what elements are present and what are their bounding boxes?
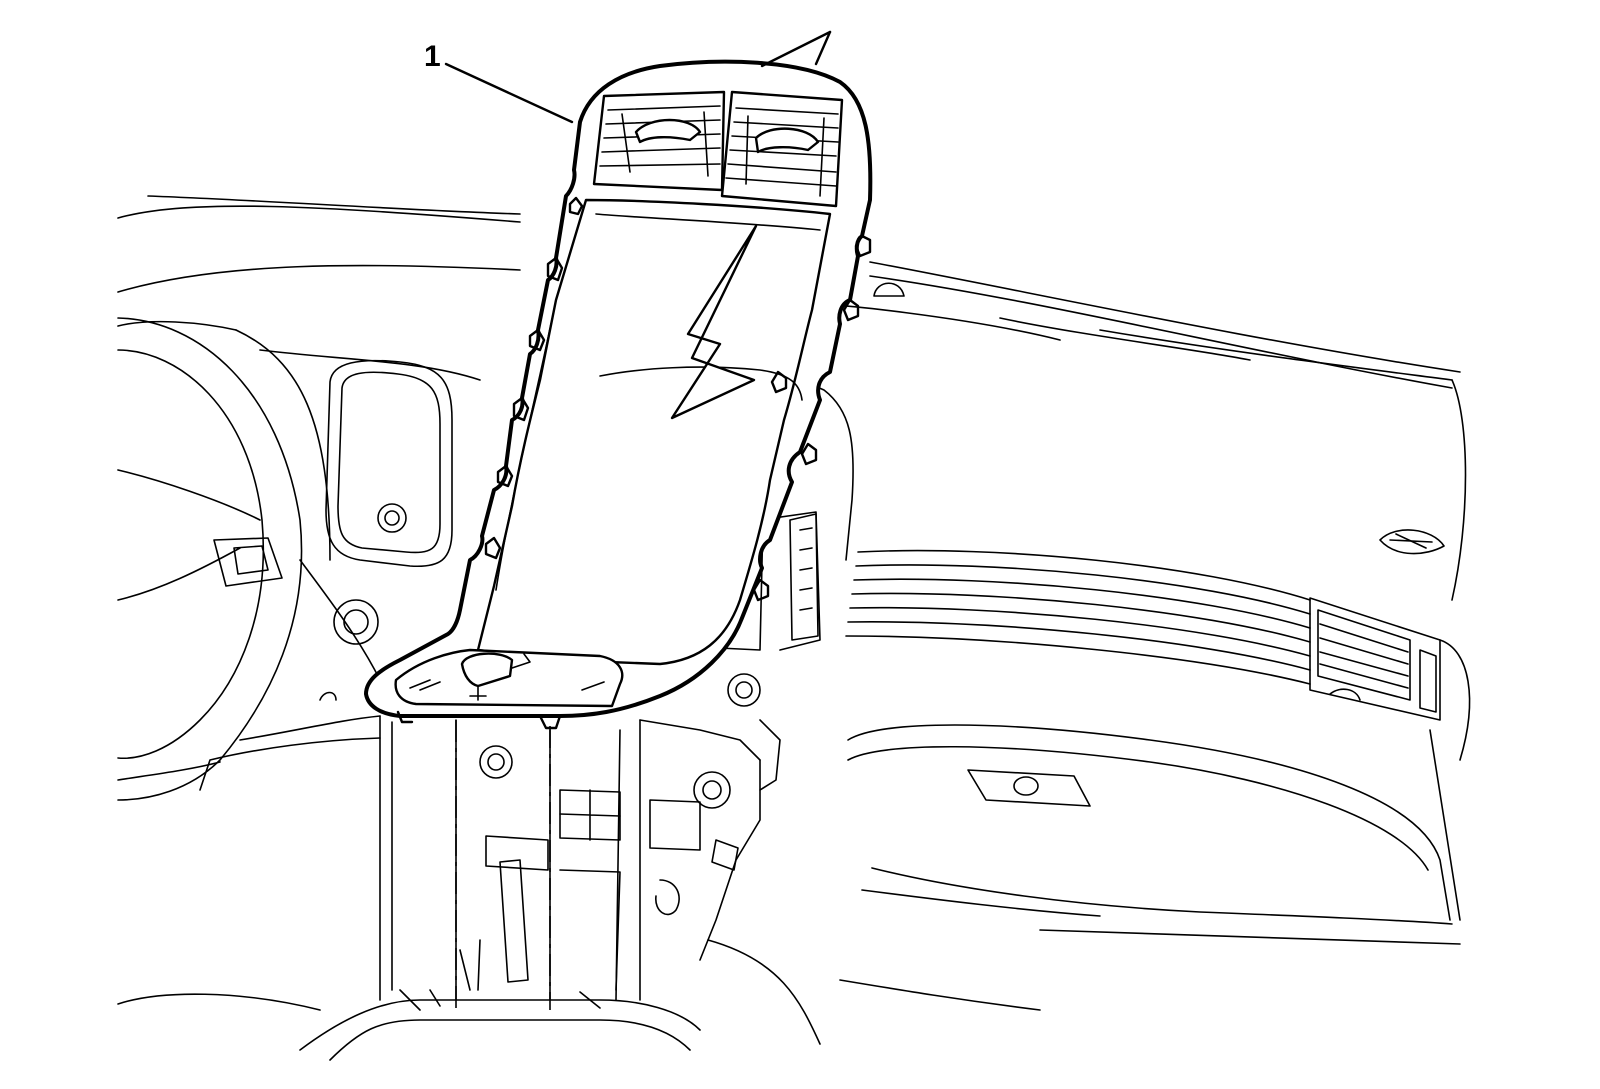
instrument-panel-center-trim-plate [364,59,873,730]
callout-1-label: 1 [424,40,441,73]
passenger-airbag-sensor [1379,529,1445,555]
trim-retainer-clips [396,196,872,730]
removal-direction-arrow [670,224,758,420]
dash-lower-left [117,329,481,791]
steering-wheel [117,317,303,801]
center-air-vents [592,90,844,208]
glove-box [117,724,1461,1045]
dash-right-edge [1429,379,1471,921]
console-lower [299,673,781,1061]
trim-lower-ledge [394,648,624,708]
right-air-vent [1309,597,1441,721]
instrument-cluster-bezel [325,359,453,568]
callout-leaders [444,30,832,124]
dash-trim-right [845,549,1311,685]
